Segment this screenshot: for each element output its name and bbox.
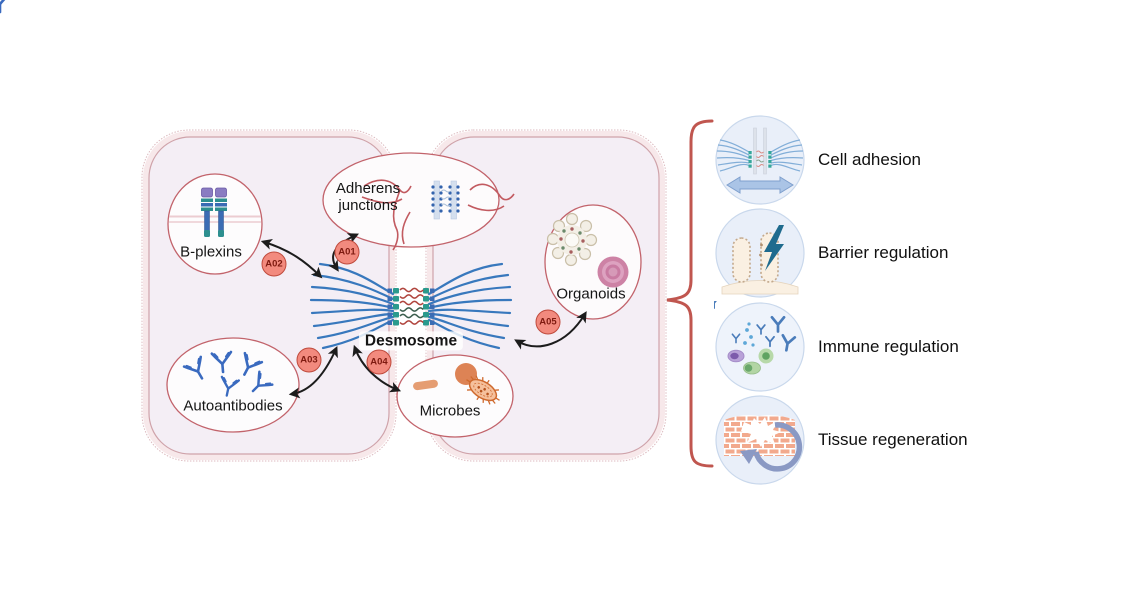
- adherens-junctions-label: Adherens junctions: [335, 180, 401, 214]
- b-plexins-graphic: [167, 173, 263, 275]
- arrow-a02: [260, 239, 323, 279]
- badge-a03: A03: [296, 347, 322, 373]
- legend-label-tissue-regeneration: Tissue regeneration: [818, 430, 968, 449]
- legend-item-immune-regulation: Immune regulation: [714, 301, 959, 393]
- adherens-junctions-graphic: [322, 152, 515, 251]
- coccus-microbe: [455, 363, 477, 385]
- arrow-a05: [514, 311, 587, 350]
- double-arrow-icon: [726, 176, 794, 194]
- badge-a02: A02: [261, 251, 287, 277]
- circular-arrow-icon: [740, 422, 803, 472]
- plexin-receptors: [201, 187, 227, 237]
- actin-filaments: [361, 179, 515, 251]
- spiky-microbe: [466, 375, 500, 405]
- arrow-a03: [288, 345, 338, 399]
- immune-cells: [727, 348, 774, 375]
- desmosome-label: Desmosome: [358, 331, 464, 351]
- legend-item-cell-adhesion: Cell adhesion: [714, 114, 921, 206]
- lightning-icon: [764, 225, 784, 271]
- legend-label-barrier-regulation: Barrier regulation: [818, 243, 949, 262]
- barrier-regulation-icon: [715, 208, 805, 298]
- legend-label-cell-adhesion: Cell adhesion: [818, 150, 922, 169]
- legend-item-barrier-regulation: Barrier regulation: [714, 207, 948, 299]
- desmosome-cadherins: [399, 287, 424, 325]
- desmosome-plaque: [387, 288, 399, 326]
- badge-a04: A04: [366, 349, 392, 375]
- rod-microbe: [413, 379, 438, 391]
- legend-label-immune-regulation: Immune regulation: [818, 337, 959, 356]
- autoantibodies-label: Autoantibodies: [183, 397, 283, 415]
- legend-item-tissue-regeneration: Tissue regeneration: [714, 394, 968, 486]
- badge-a01: A01: [334, 239, 360, 265]
- spheroid-organoid: [597, 256, 629, 288]
- tissue-wall: [724, 415, 795, 456]
- cell-adhesion-icon: [715, 115, 805, 205]
- organoids-label: Organoids: [556, 285, 626, 303]
- tissue-regeneration-icon: [715, 395, 805, 485]
- organoids-graphic: [544, 204, 642, 320]
- arrow-a04: [352, 344, 402, 393]
- brace: [666, 119, 714, 468]
- microbes-label: Microbes: [419, 402, 481, 420]
- immune-regulation-icon: [714, 301, 805, 392]
- b-plexins-label: B-plexins: [180, 243, 242, 261]
- arrow-a01: [328, 233, 359, 272]
- microbes-graphic: [396, 354, 514, 438]
- budding-organoid: [546, 212, 598, 267]
- badge-a05: A05: [535, 309, 561, 335]
